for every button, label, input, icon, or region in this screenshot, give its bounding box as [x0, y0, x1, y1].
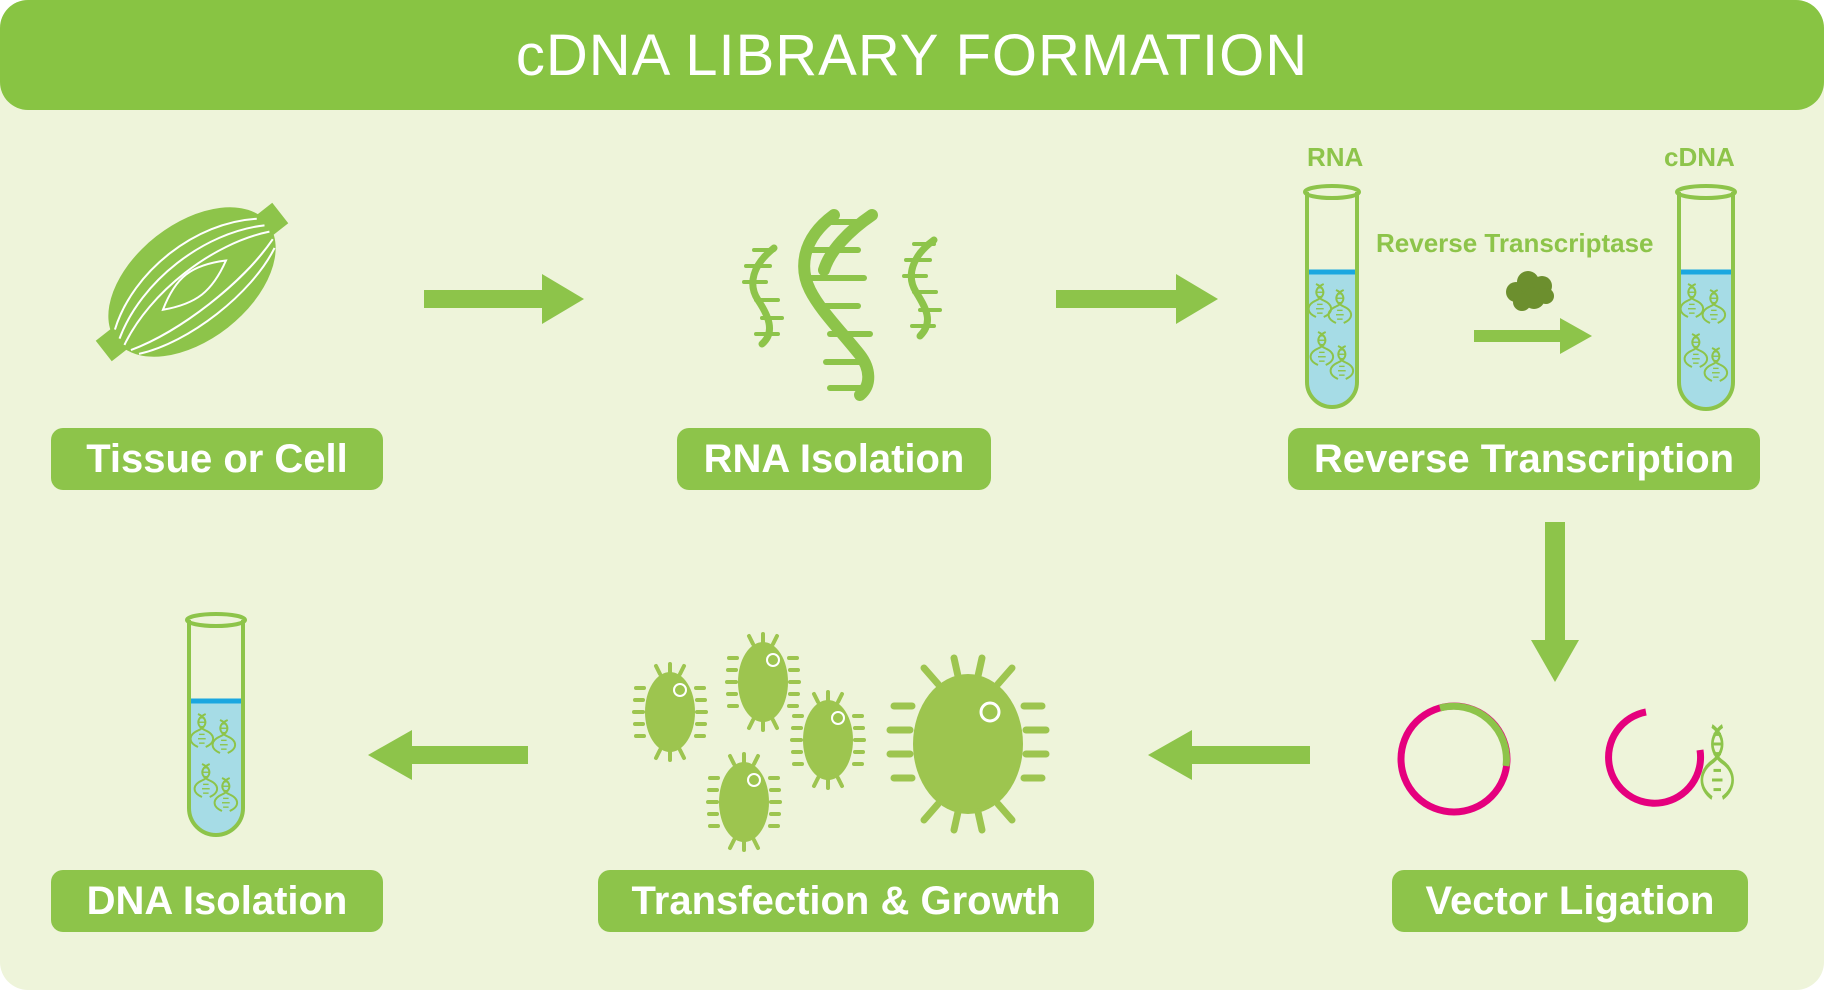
arrow-right-icon [1474, 318, 1592, 354]
title-bar: cDNA LIBRARY FORMATION [0, 0, 1824, 110]
step-label-dna-isolation: DNA Isolation [51, 870, 383, 932]
enzyme-icon [1506, 271, 1554, 311]
dna-insert-icon [1702, 726, 1733, 798]
test-tube-rna-icon [1303, 184, 1361, 409]
test-tube-cdna-icon [1675, 184, 1737, 411]
arrow-left-icon [1148, 730, 1310, 780]
rna-tube-label: RNA [1307, 142, 1364, 172]
enzyme-label: Reverse Transcriptase [1376, 228, 1654, 258]
step-label-transfection-growth: Transfection & Growth [598, 870, 1094, 932]
diagram-title: cDNA LIBRARY FORMATION [515, 22, 1309, 88]
arrow-left-icon [368, 730, 528, 780]
test-tube-dna-icon [185, 612, 247, 837]
plasmid-vector-icon [1397, 702, 1511, 816]
arrow-right-icon [424, 274, 584, 324]
step-label-rna-isolation: RNA Isolation [677, 428, 991, 490]
step-label-vector-ligation: Vector Ligation [1392, 870, 1748, 932]
muscle-icon [95, 202, 289, 362]
bacteria-icon [632, 632, 1050, 852]
step-label-reverse-transcription: Reverse Transcription [1288, 428, 1760, 490]
arrow-down-icon [1531, 522, 1579, 682]
open-vector-icon [1605, 708, 1705, 807]
arrow-right-icon [1056, 274, 1218, 324]
step-label-tissue: Tissue or Cell [51, 428, 383, 490]
rna-strands-icon [742, 209, 942, 401]
cdna-tube-label: cDNA [1664, 142, 1735, 172]
